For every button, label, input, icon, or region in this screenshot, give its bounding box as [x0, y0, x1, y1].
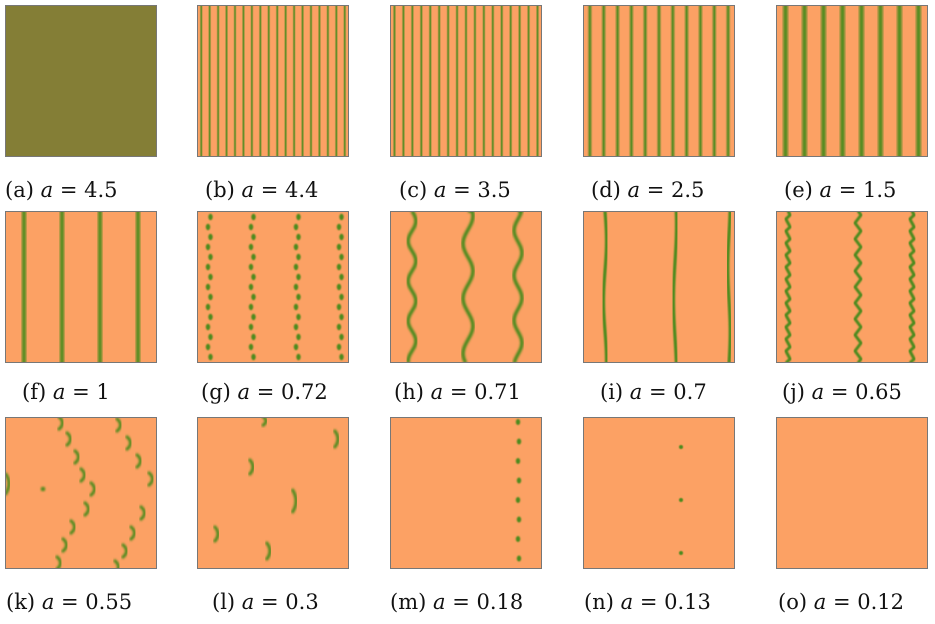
pattern-a	[5, 5, 157, 157]
pattern-f	[5, 211, 157, 363]
caption-o: (o) a = 0.12	[778, 590, 904, 614]
caption-f: (f) a = 1	[22, 380, 110, 404]
caption-m: (m) a = 0.18	[390, 590, 524, 614]
caption-b: (b) a = 4.4	[205, 178, 319, 202]
pattern-o	[776, 417, 928, 569]
panel-a	[5, 5, 157, 157]
caption-h: (h) a = 0.71	[394, 380, 521, 404]
panel-c	[390, 5, 542, 157]
panel-g	[197, 211, 349, 363]
pattern-d	[583, 5, 735, 157]
panel-l	[197, 417, 349, 569]
pattern-g	[197, 211, 349, 363]
pattern-l	[197, 417, 349, 569]
panel-j	[776, 211, 928, 363]
pattern-j	[776, 211, 928, 363]
panel-o	[776, 417, 928, 569]
pattern-i	[583, 211, 735, 363]
panel-m	[390, 417, 542, 569]
panel-k	[5, 417, 157, 569]
panel-d	[583, 5, 735, 157]
caption-e: (e) a = 1.5	[784, 178, 897, 202]
caption-c: (c) a = 3.5	[399, 178, 511, 202]
caption-g: (g) a = 0.72	[201, 380, 328, 404]
pattern-b	[197, 5, 349, 157]
pattern-n	[583, 417, 735, 569]
pattern-c	[390, 5, 542, 157]
caption-d: (d) a = 2.5	[591, 178, 705, 202]
panel-b	[197, 5, 349, 157]
panel-i	[583, 211, 735, 363]
pattern-e	[776, 5, 928, 157]
pattern-m	[390, 417, 542, 569]
panel-f	[5, 211, 157, 363]
caption-a: (a) a = 4.5	[5, 178, 118, 202]
panel-h	[390, 211, 542, 363]
pattern-k	[5, 417, 157, 569]
panel-e	[776, 5, 928, 157]
caption-k: (k) a = 0.55	[6, 590, 133, 614]
caption-j: (j) a = 0.65	[782, 380, 902, 404]
pattern-h	[390, 211, 542, 363]
panel-n	[583, 417, 735, 569]
caption-i: (i) a = 0.7	[600, 380, 707, 404]
caption-n: (n) a = 0.13	[584, 590, 711, 614]
caption-l: (l) a = 0.3	[212, 590, 319, 614]
